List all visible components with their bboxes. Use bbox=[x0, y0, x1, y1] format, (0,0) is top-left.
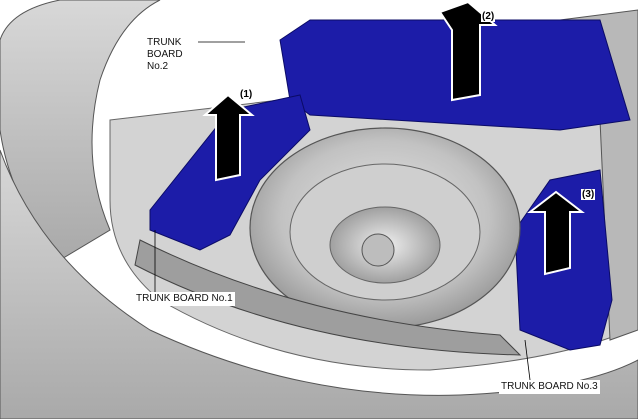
label-trunk-board-1: TRUNK BOARD No.1 bbox=[134, 292, 235, 306]
arrow-up-1 bbox=[202, 93, 255, 182]
label-board-2-line-1: TRUNK bbox=[147, 37, 182, 48]
label-trunk-board-2: TRUNK BOARD No.2 bbox=[145, 36, 195, 74]
leader-board-3 bbox=[524, 339, 531, 381]
arrow-up-2 bbox=[438, 0, 498, 102]
step-marker-1: (1) bbox=[239, 89, 254, 100]
step-marker-2: (2) bbox=[481, 11, 496, 22]
bumper bbox=[0, 149, 638, 419]
step-marker-3: (3) bbox=[581, 189, 596, 200]
label-trunk-board-3: TRUNK BOARD No.3 bbox=[499, 380, 600, 394]
label-board-2-line-2: BOARD bbox=[147, 49, 183, 60]
arrow-up-3 bbox=[527, 190, 585, 276]
wheel-hub bbox=[361, 233, 395, 267]
label-board-2-line-3: No.2 bbox=[147, 61, 169, 72]
